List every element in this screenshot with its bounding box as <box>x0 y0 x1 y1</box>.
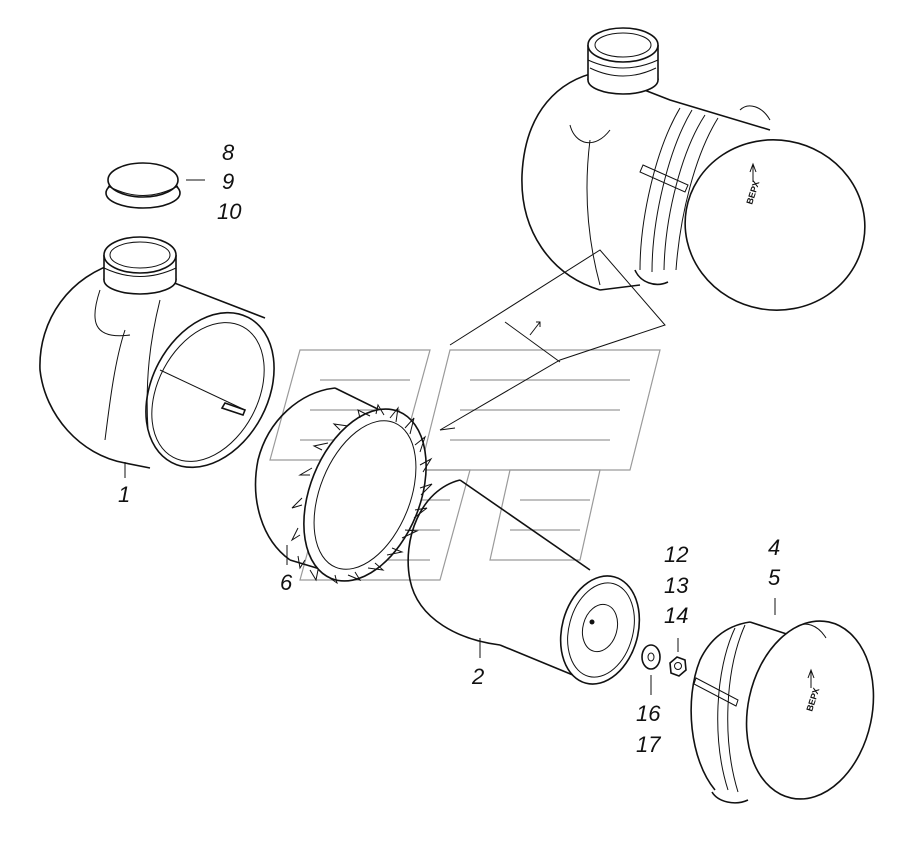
housing-part <box>39 236 275 469</box>
callout-13: 13 <box>664 573 689 598</box>
callout-8: 8 <box>222 140 235 165</box>
callout-5: 5 <box>768 565 781 590</box>
callout-2: 2 <box>471 664 484 689</box>
assembly-outline <box>439 249 666 431</box>
callout-6: 6 <box>280 570 293 595</box>
callout-10: 10 <box>217 199 242 224</box>
callout-1: 1 <box>118 482 130 507</box>
callout-17: 17 <box>636 732 661 757</box>
callout-12: 12 <box>664 542 688 567</box>
cap-part <box>105 162 181 209</box>
cover-part <box>690 620 875 804</box>
callout-4: 4 <box>768 535 780 560</box>
callout-labels: 8 9 10 1 6 2 12 13 14 16 17 4 5 <box>118 140 781 757</box>
callout-16: 16 <box>636 701 661 726</box>
swirl-ring-part <box>254 387 433 585</box>
washer-part <box>641 644 661 670</box>
nut-part <box>669 656 687 677</box>
leader-lines <box>124 179 776 695</box>
assembled-air-cleaner <box>521 27 866 311</box>
callout-9: 9 <box>222 169 234 194</box>
callout-14: 14 <box>664 603 688 628</box>
filter-element-part <box>407 479 641 685</box>
